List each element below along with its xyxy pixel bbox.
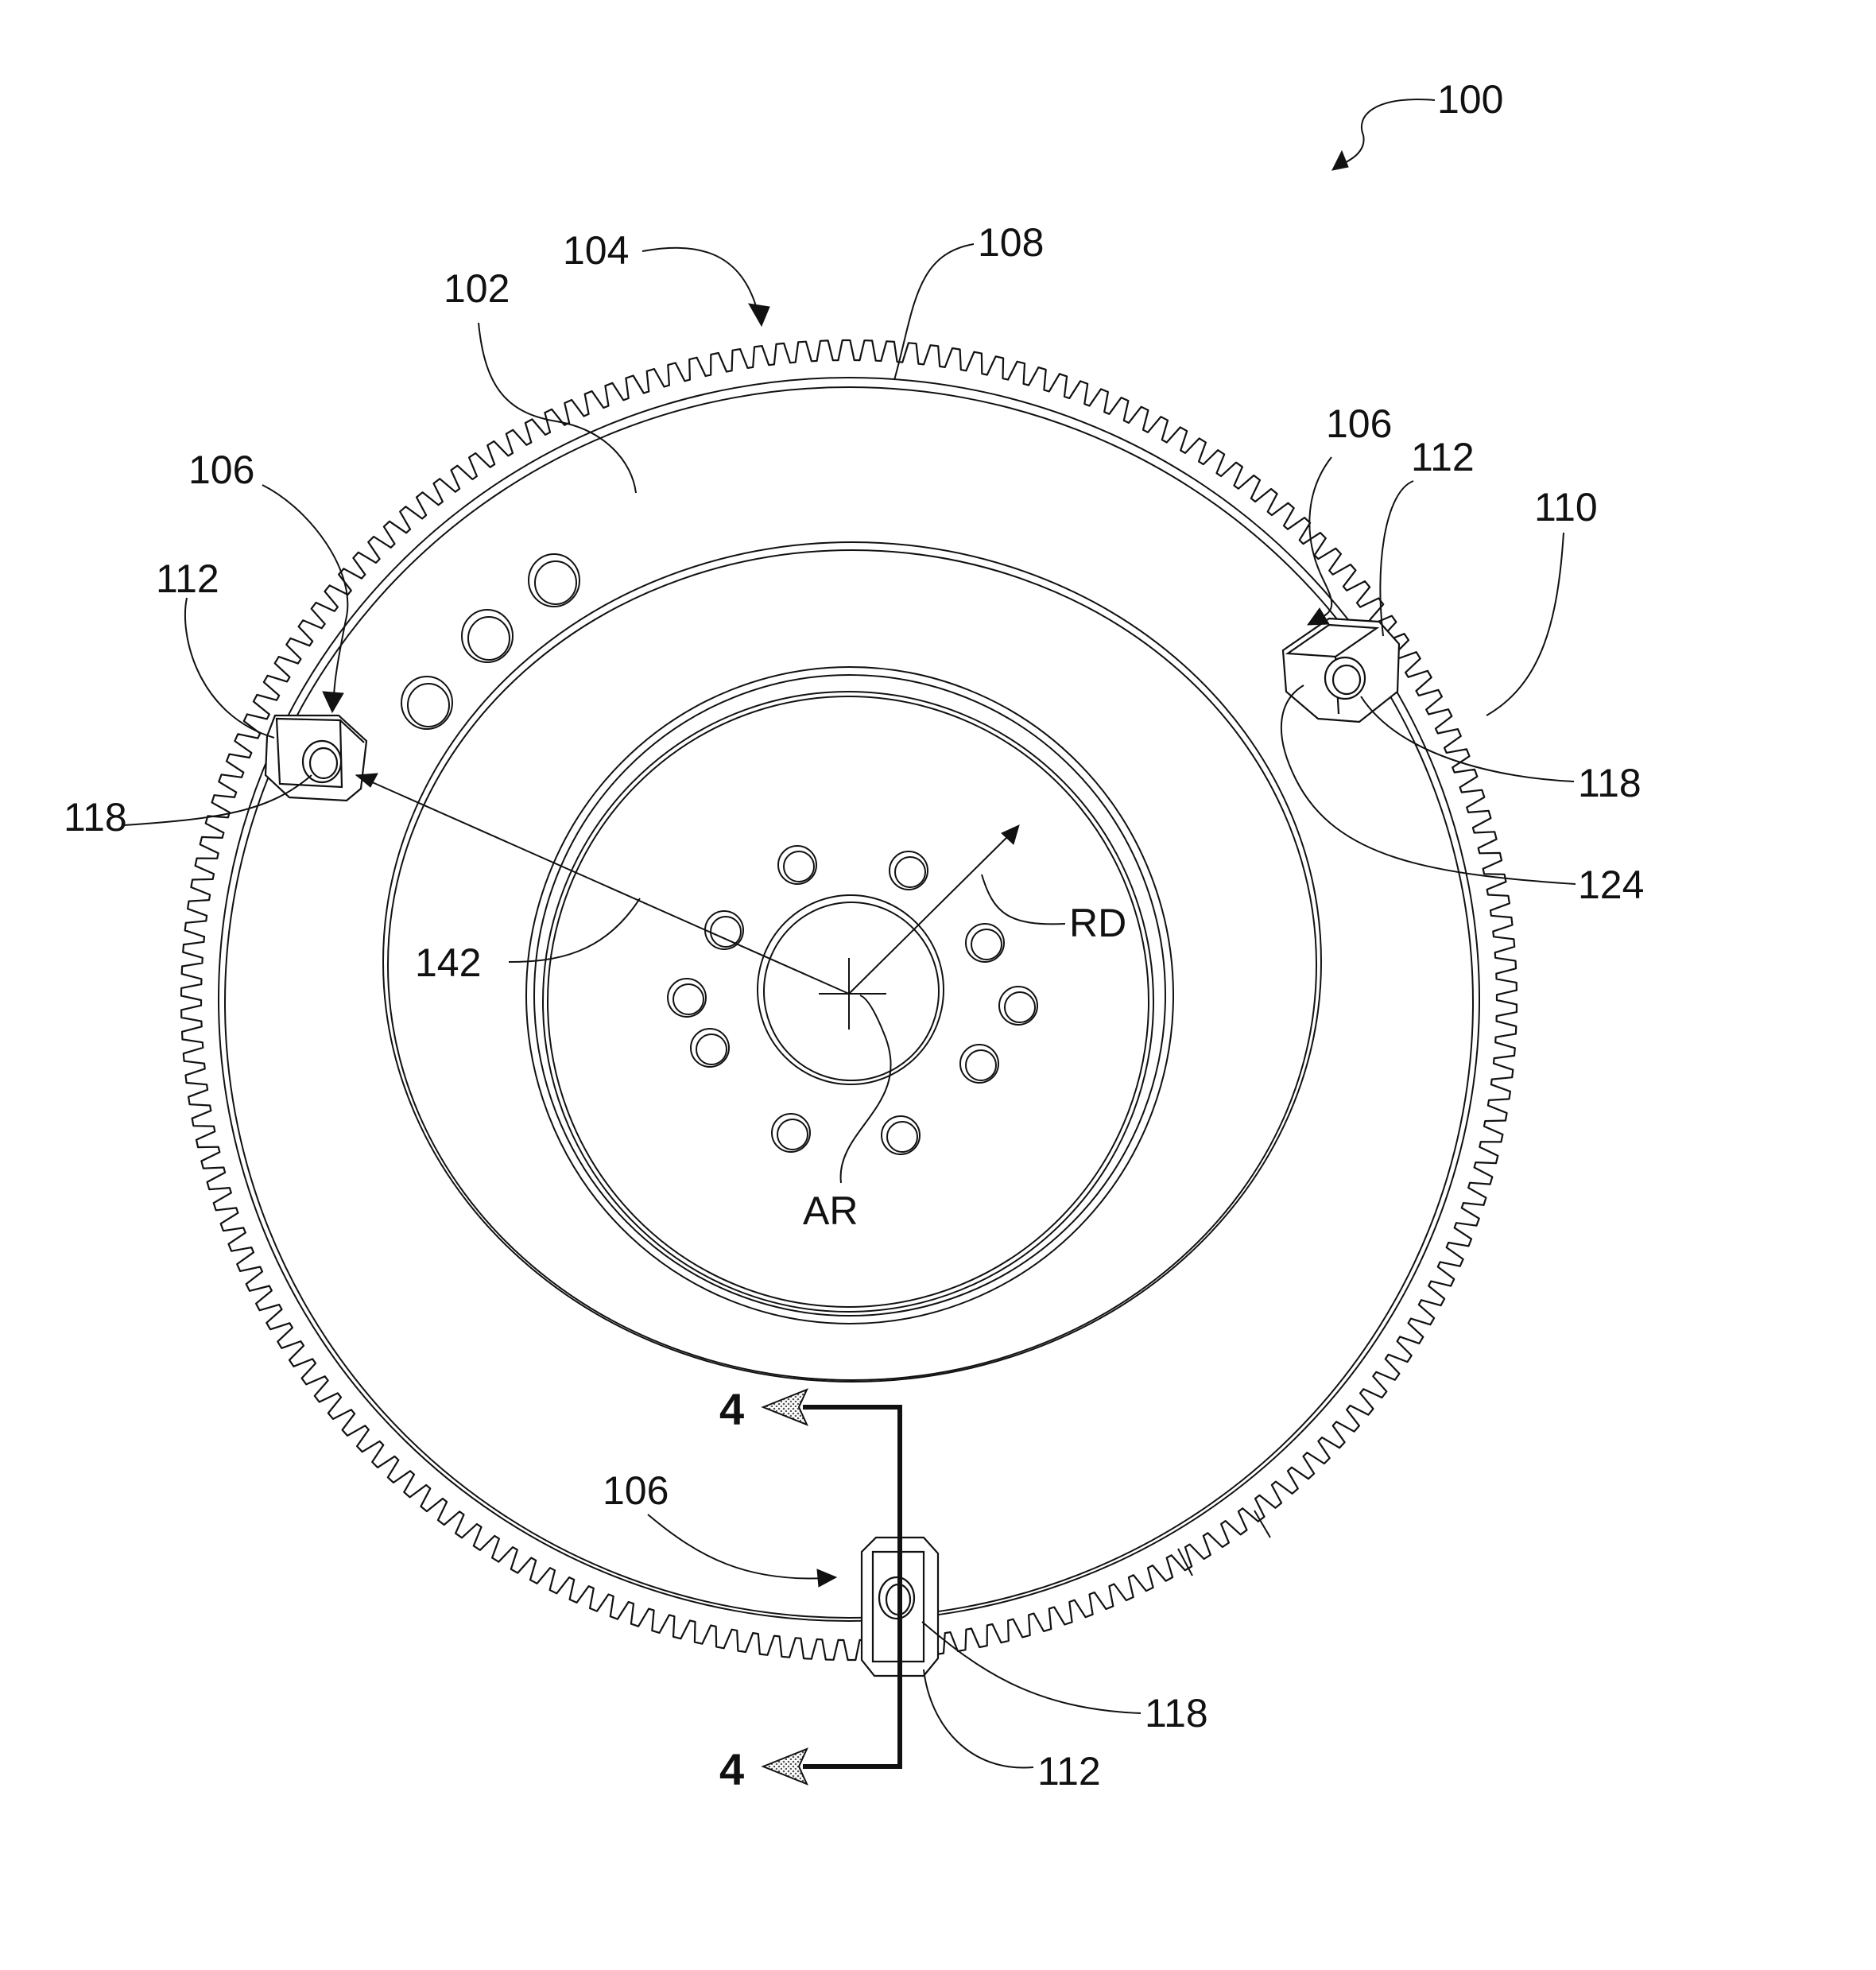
label-AR: AR [803, 1189, 858, 1233]
hub-bolt-hole-inner [895, 857, 925, 887]
hub-bolt-hole-inner [711, 917, 741, 947]
clip-left [266, 715, 366, 801]
label-110: 110 [1534, 485, 1598, 529]
fastener-left [303, 741, 341, 782]
label-section-bottom: 4 [719, 1744, 744, 1794]
label-102: 102 [444, 266, 510, 311]
balance-holes [401, 554, 579, 729]
hub-bolt-hole-inner [966, 1050, 996, 1080]
fastener-right [1325, 657, 1365, 699]
balance-hole-inner [468, 617, 510, 660]
label-RD: RD [1069, 901, 1126, 945]
arrowheads [323, 151, 1348, 1587]
hub-bolt-hole-inner [673, 984, 704, 1014]
label-112-right: 112 [1411, 435, 1475, 479]
fastener-bottom [879, 1577, 914, 1619]
hub-bolt-hole-inner [777, 1119, 808, 1150]
label-118-left: 118 [64, 795, 127, 840]
label-124: 124 [1578, 863, 1644, 907]
balance-hole-inner [535, 561, 576, 604]
hub-bolt-hole-inner [696, 1034, 727, 1064]
label-106-left: 106 [188, 448, 254, 492]
label-100: 100 [1437, 77, 1503, 122]
section-arrow-bottom [763, 1749, 807, 1784]
hub-bolt-hole-inner [784, 851, 814, 882]
label-112-bottom: 112 [1037, 1749, 1101, 1794]
label-118-bottom: 118 [1145, 1691, 1208, 1735]
label-106-right: 106 [1326, 401, 1392, 446]
reference-labels: 100 104 108 102 106 112 118 106 112 110 … [64, 77, 1644, 1794]
balance-hole-inner [408, 684, 449, 727]
label-section-top: 4 [719, 1384, 744, 1434]
label-106-bottom: 106 [603, 1468, 669, 1513]
clip-right [1283, 619, 1399, 722]
leader-lines [123, 99, 1576, 1767]
label-104: 104 [563, 228, 629, 273]
label-118-right: 118 [1578, 761, 1642, 805]
axis-cross [819, 958, 886, 1030]
label-108: 108 [978, 220, 1044, 265]
label-112-left: 112 [156, 556, 219, 601]
hub-bolt-hole-inner [887, 1122, 917, 1152]
hub-bolt-holes [668, 846, 1037, 1154]
hub-bolt-hole-inner [971, 929, 1002, 960]
center-bore [758, 895, 944, 1084]
hub-bolt-hole-inner [1005, 992, 1035, 1022]
label-142: 142 [415, 940, 481, 985]
section-arrow-top [763, 1390, 807, 1425]
